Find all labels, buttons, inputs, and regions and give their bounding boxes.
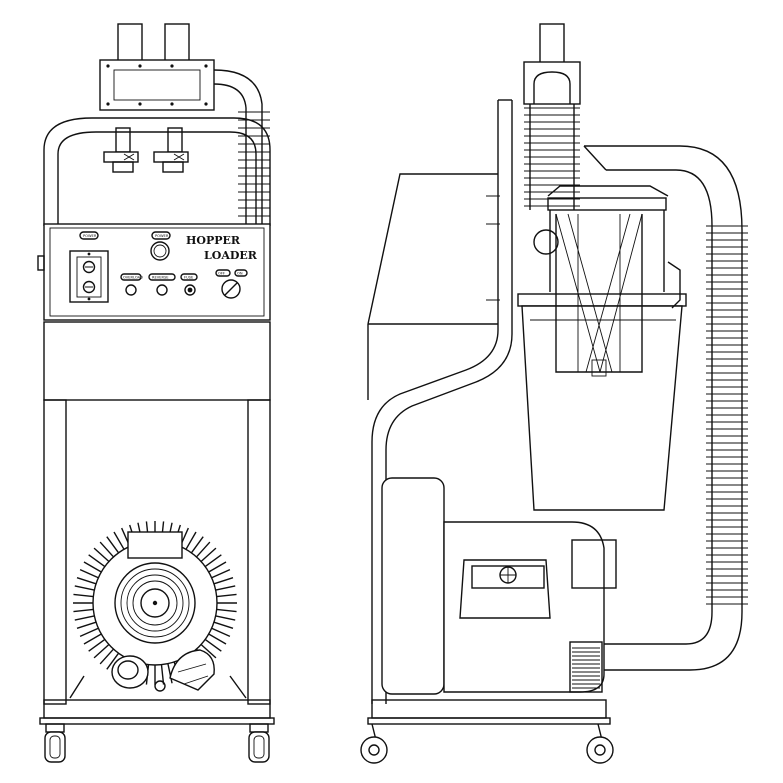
power-lamp-tag bbox=[151, 231, 171, 240]
inlet-pipe-left bbox=[117, 23, 143, 63]
filter-cage bbox=[555, 214, 643, 373]
blower-mount-brackets bbox=[69, 675, 247, 699]
sensor-fitting-right bbox=[153, 127, 189, 173]
return-hose-outer bbox=[584, 145, 743, 671]
panel-title-loader: LOADER bbox=[204, 249, 258, 262]
hose-ribs-side-right bbox=[706, 225, 748, 605]
inlet-pipe-right bbox=[164, 23, 190, 63]
sight-glass bbox=[533, 229, 559, 255]
base-frame bbox=[43, 699, 271, 719]
side-inlet-pipe bbox=[539, 23, 565, 65]
power-label-tag bbox=[79, 231, 99, 240]
panel-latch bbox=[37, 255, 45, 271]
base-plate bbox=[39, 717, 275, 725]
hopper-lid-frame bbox=[547, 197, 667, 211]
frame-tube-back-inner bbox=[385, 100, 513, 704]
hose-bend-inner bbox=[213, 83, 247, 226]
caster-side-left bbox=[360, 723, 388, 764]
terminal-box bbox=[127, 531, 183, 559]
key-on-text: ON bbox=[237, 272, 243, 276]
breaker-knob-bottom[interactable] bbox=[82, 280, 96, 294]
reverse-tag bbox=[148, 273, 176, 281]
caster-side-right bbox=[586, 723, 614, 764]
front-view: HOPPER LOADER POWER POWER OVERLOAD REVER… bbox=[37, 23, 275, 763]
fuse-tag-text: FUSE bbox=[184, 276, 194, 280]
lower-housing bbox=[43, 321, 271, 401]
breaker-module bbox=[69, 250, 109, 303]
panel-box-side bbox=[367, 323, 498, 400]
left-leg bbox=[43, 399, 67, 705]
blower-port-right bbox=[169, 649, 215, 691]
key-on-tag bbox=[234, 269, 248, 277]
side-view bbox=[360, 23, 748, 764]
fuse-tag bbox=[180, 273, 198, 281]
motor-fan-cover bbox=[114, 562, 196, 644]
panel-title-hopper: HOPPER bbox=[186, 234, 241, 247]
key-off-text: OFF bbox=[218, 272, 225, 276]
drain-plug bbox=[154, 680, 166, 692]
side-base-plate bbox=[367, 717, 611, 725]
panel-box-slant bbox=[367, 173, 498, 325]
reverse-tag-text: REVERSE bbox=[152, 276, 169, 280]
sensor-fitting-left bbox=[103, 127, 139, 173]
outlet-ribs bbox=[572, 647, 600, 689]
flange-bolts bbox=[106, 64, 208, 106]
caster-front-right bbox=[248, 723, 270, 763]
control-panel-bezel bbox=[49, 227, 265, 317]
hose-ribs-side-top bbox=[524, 107, 580, 207]
blower-port-left bbox=[111, 655, 149, 689]
control-panel bbox=[43, 223, 271, 321]
power-lamp-tag-text: POWER bbox=[155, 234, 169, 238]
motor-side-body bbox=[381, 477, 445, 695]
terminal-box-side bbox=[459, 559, 551, 619]
side-ticks bbox=[486, 195, 500, 301]
frame-arch-inner bbox=[57, 131, 257, 226]
overload-lamp bbox=[125, 284, 137, 296]
fan-grill bbox=[120, 568, 190, 638]
power-indicator-lamp bbox=[150, 241, 170, 261]
flange-window bbox=[113, 69, 201, 101]
breaker-knob-top[interactable] bbox=[82, 260, 96, 274]
hopper-flange bbox=[517, 293, 687, 307]
right-leg bbox=[247, 399, 271, 705]
caster-front-left bbox=[44, 723, 66, 763]
overload-tag bbox=[120, 273, 142, 281]
side-base-frame bbox=[371, 699, 607, 719]
hose-bend-outer bbox=[213, 69, 263, 226]
side-top-flange bbox=[523, 61, 581, 105]
hose-ribs-front bbox=[238, 111, 270, 217]
key-off-tag bbox=[215, 269, 231, 277]
reverse-lamp bbox=[156, 284, 168, 296]
frame-tube-back-outer bbox=[371, 100, 499, 704]
power-label-text: POWER bbox=[83, 234, 97, 238]
hopper-handle bbox=[547, 185, 669, 197]
top-flange-box bbox=[99, 59, 215, 111]
blower-side-cap bbox=[571, 539, 617, 589]
main-switch-knob[interactable] bbox=[221, 279, 241, 299]
fuse-holder bbox=[184, 284, 196, 296]
blower-outlet bbox=[569, 641, 603, 693]
side-top-loop bbox=[533, 71, 571, 104]
overload-tag-text: OVERLOAD bbox=[123, 276, 143, 280]
hopper-clamp bbox=[667, 261, 681, 309]
